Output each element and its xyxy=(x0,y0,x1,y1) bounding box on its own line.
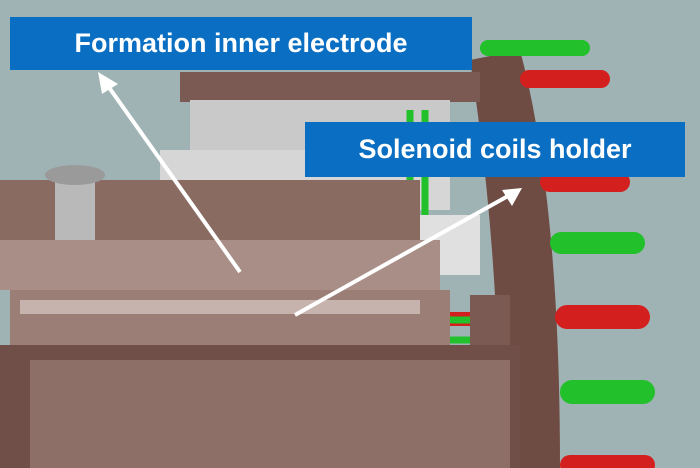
green-rod xyxy=(560,380,655,404)
red-rod xyxy=(560,455,655,468)
label-solenoid-coils-holder: Solenoid coils holder xyxy=(305,122,685,177)
inner-electrode xyxy=(10,290,450,350)
port-flange xyxy=(45,165,105,185)
top-plate xyxy=(180,72,480,102)
red-rod xyxy=(555,305,650,329)
arrow-coils-holder xyxy=(294,188,522,317)
arrow-electrode xyxy=(98,72,242,274)
lower-cylinder-face xyxy=(30,360,510,468)
red-rod xyxy=(540,172,630,192)
green-rod xyxy=(550,232,645,254)
red-rod xyxy=(520,70,610,88)
label-formation-inner-electrode: Formation inner electrode xyxy=(10,17,472,70)
inner-chamber xyxy=(0,240,440,290)
electrode-rod xyxy=(20,300,420,314)
green-rod xyxy=(480,40,590,56)
